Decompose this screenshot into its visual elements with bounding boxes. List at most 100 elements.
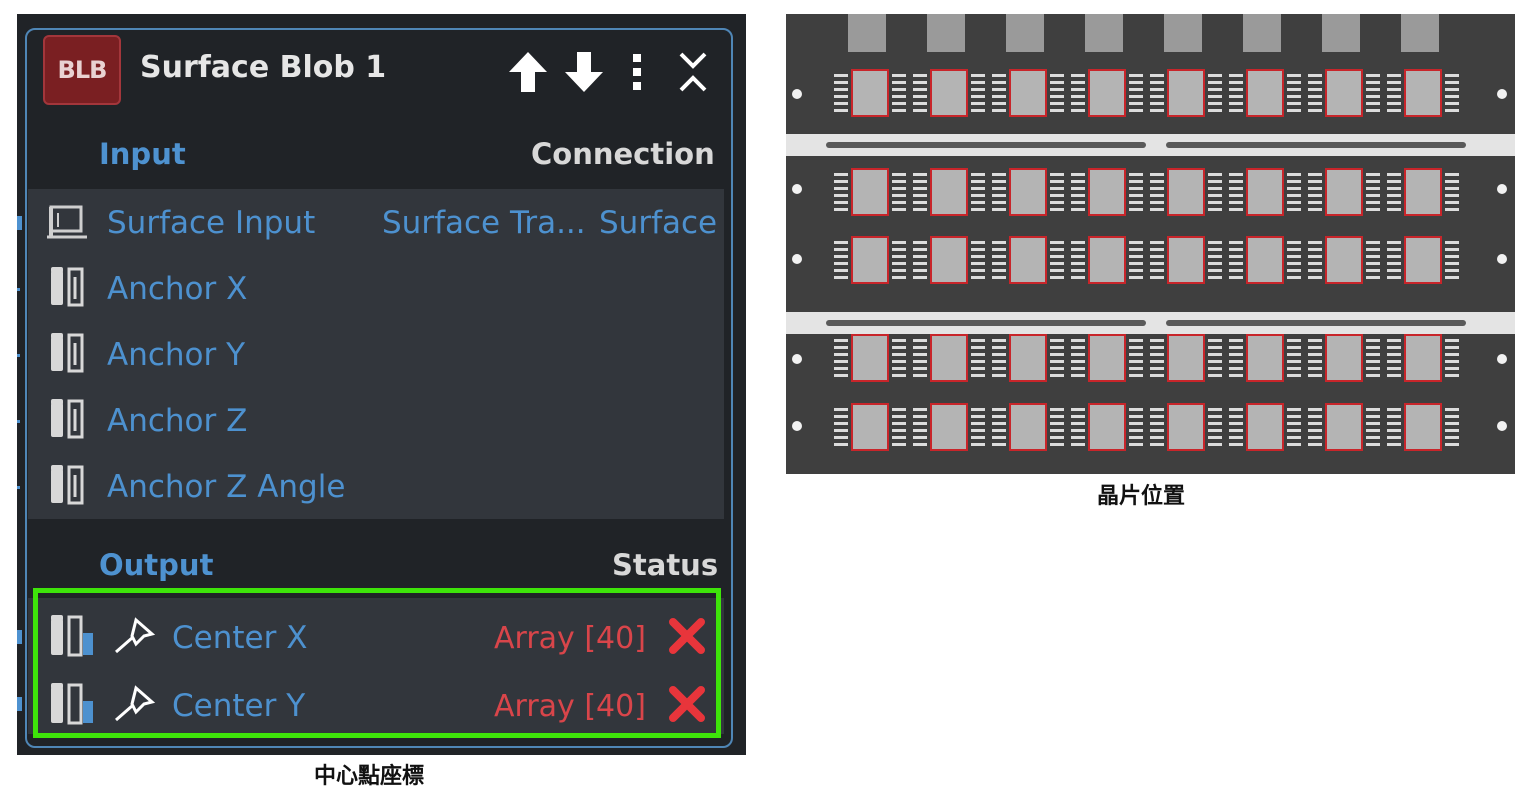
status-column-header: Status: [612, 548, 719, 582]
chip-pin: [992, 339, 1006, 342]
connection-port[interactable]: [17, 216, 22, 230]
panel-frame: [25, 28, 733, 748]
badge-text: BLB: [57, 56, 108, 84]
output-label: Center X: [172, 620, 308, 656]
chip-pin: [1366, 81, 1380, 84]
chip-pin: [1445, 408, 1459, 411]
input-row-anchor-y[interactable]: Anchor Y: [48, 325, 648, 385]
input-section-header: Input: [99, 137, 186, 171]
chip-pin: [1287, 408, 1301, 411]
connection-port[interactable]: [17, 486, 20, 489]
chip-position-marker: [1088, 69, 1126, 117]
side-hole: [792, 184, 802, 194]
chip-pin: [913, 269, 927, 272]
chip-pin: [834, 436, 848, 439]
chip-pin: [1150, 422, 1164, 425]
chip-pin: [834, 173, 848, 176]
chip-pin: [892, 109, 906, 112]
pin-icon[interactable]: [112, 684, 172, 728]
chip-pin: [1208, 255, 1222, 258]
chip-pin: [1445, 262, 1459, 265]
input-row-anchor-z-angle[interactable]: Anchor Z Angle: [48, 457, 648, 517]
chip-body: [1168, 404, 1204, 450]
chip-pin: [1387, 88, 1401, 91]
chip-pin: [834, 408, 848, 411]
chip-pin: [992, 102, 1006, 105]
output-port[interactable]: [17, 697, 22, 711]
chip-pin: [834, 248, 848, 251]
value-input-icon: [48, 463, 95, 511]
chip-pin: [1445, 374, 1459, 377]
rail: [786, 134, 1515, 156]
chip-pin: [1129, 248, 1143, 251]
chip-pin: [1071, 102, 1085, 105]
chip-pin: [1208, 180, 1222, 183]
chip-pin: [892, 408, 906, 411]
chip-body: [852, 237, 888, 283]
chip-pin: [1366, 367, 1380, 370]
chip-pin: [1308, 95, 1322, 98]
output-row-center-y[interactable]: Center Y Array [40]: [48, 676, 713, 736]
chip-pin: [1229, 180, 1243, 183]
chip-body: [1010, 335, 1046, 381]
connection-port[interactable]: [17, 354, 20, 357]
chip-pin: [1308, 194, 1322, 197]
chip-pin: [1366, 353, 1380, 356]
chip-pin: [1308, 367, 1322, 370]
value-input-icon: [48, 265, 95, 313]
collapse-icon[interactable]: [676, 50, 710, 94]
chip-pin: [913, 436, 927, 439]
chip-pin: [913, 241, 927, 244]
output-row-center-x[interactable]: Center X Array [40]: [48, 608, 713, 668]
chip-pin: [1150, 173, 1164, 176]
chip-position-marker: [1088, 403, 1126, 451]
chip-pin: [971, 102, 985, 105]
output-port[interactable]: [17, 630, 22, 644]
chip-pin: [1308, 346, 1322, 349]
chip-pin: [1208, 241, 1222, 244]
chip-pin: [1387, 276, 1401, 279]
connection-source[interactable]: Surface Tra...: [382, 205, 586, 241]
chip-pin: [1308, 443, 1322, 446]
connection-port[interactable]: [17, 420, 20, 423]
chip-pin: [892, 81, 906, 84]
connection-port[interactable]: [17, 288, 20, 291]
chip-pin: [892, 208, 906, 211]
input-row-anchor-z[interactable]: Anchor Z: [48, 391, 648, 451]
chip-pin: [1445, 109, 1459, 112]
chip-pin: [1387, 262, 1401, 265]
arrow-up-icon[interactable]: [507, 50, 549, 94]
chip-pin: [1445, 248, 1459, 251]
side-hole: [1497, 184, 1507, 194]
chip-pin: [1287, 346, 1301, 349]
chip-pin: [971, 346, 985, 349]
chip-pin: [1071, 339, 1085, 342]
chip-pin: [913, 201, 927, 204]
side-hole: [792, 421, 802, 431]
chip-pin: [1308, 109, 1322, 112]
chip-pin: [1387, 74, 1401, 77]
side-hole: [792, 354, 802, 364]
chip-pin: [913, 360, 927, 363]
chip-pin: [1287, 443, 1301, 446]
input-row-anchor-x[interactable]: Anchor X: [48, 259, 648, 319]
chip-pin: [892, 374, 906, 377]
chip-pin: [1366, 443, 1380, 446]
chip-position-marker: [1325, 168, 1363, 216]
input-row-surface-input[interactable]: Surface Input Surface Tra... Surface: [45, 193, 725, 253]
chip-pin: [892, 255, 906, 258]
chip-body: [1326, 404, 1362, 450]
chip-pin: [1150, 269, 1164, 272]
arrow-down-icon[interactable]: [563, 50, 605, 94]
chip-pin: [1445, 346, 1459, 349]
chip-pin: [1308, 353, 1322, 356]
chip-position-marker: [1088, 168, 1126, 216]
chip-pin: [834, 353, 848, 356]
rail: [786, 312, 1515, 334]
chip-pin: [992, 374, 1006, 377]
chip-pin: [992, 415, 1006, 418]
more-vertical-icon[interactable]: [630, 50, 644, 94]
pin-icon[interactable]: [112, 616, 172, 660]
chip-pin: [1150, 102, 1164, 105]
chip-pin: [1229, 194, 1243, 197]
